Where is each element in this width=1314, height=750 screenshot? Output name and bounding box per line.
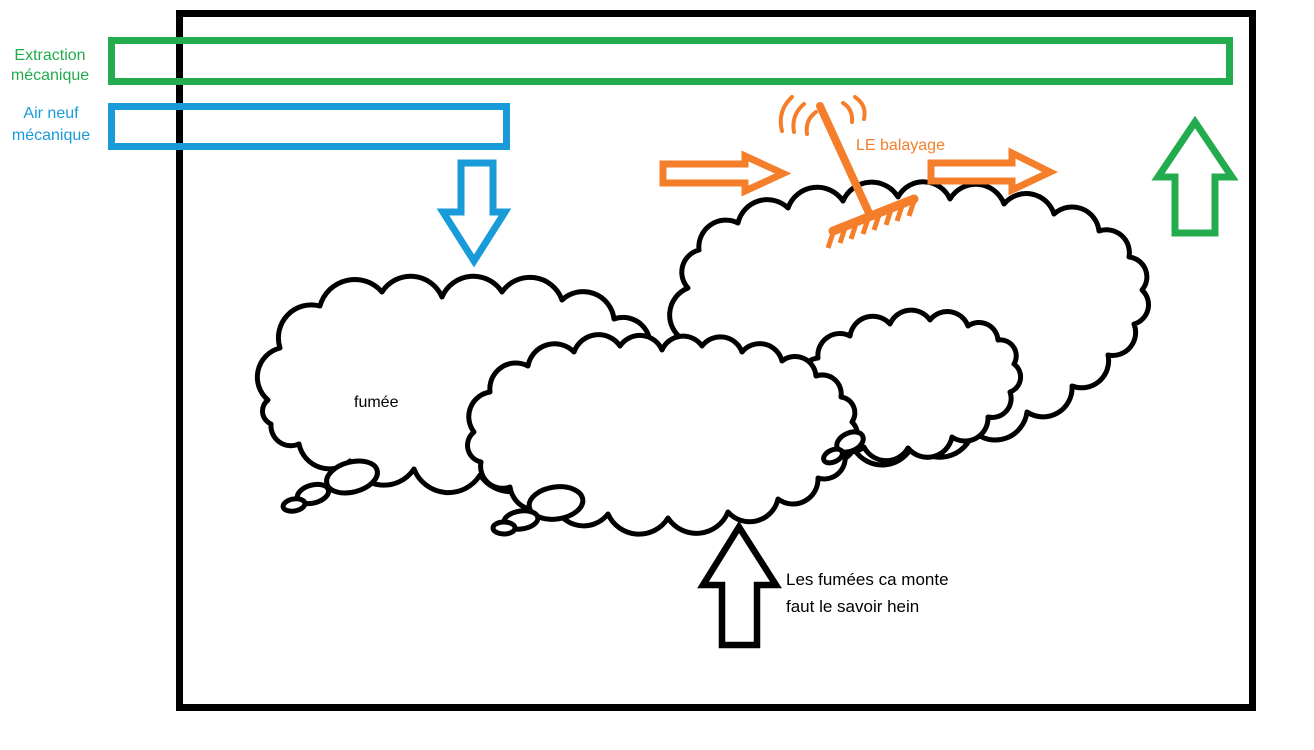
cloud-center-bottom bbox=[465, 332, 860, 537]
cloud-tail-left bbox=[280, 458, 380, 514]
orange-right-arrow-icon bbox=[927, 147, 1058, 196]
cloud-tail-center bbox=[490, 484, 586, 537]
orange-right-arrow-icon bbox=[659, 150, 792, 197]
rake-icon bbox=[778, 95, 919, 249]
cloud-tail-right bbox=[821, 429, 866, 466]
smoke-clouds bbox=[254, 179, 1151, 537]
air-neuf-duct bbox=[108, 103, 510, 150]
extraction-duct bbox=[108, 37, 1233, 85]
smoke-note-line2: faut le savoir hein bbox=[786, 597, 919, 616]
extraction-label-line2: mécanique bbox=[11, 67, 89, 84]
fumee-label: fumée bbox=[354, 394, 399, 411]
room-outline bbox=[176, 10, 1256, 711]
blue-down-arrow-icon bbox=[436, 159, 512, 268]
rake-head-bar bbox=[828, 194, 919, 236]
extraction-label-line1: Extraction bbox=[14, 47, 85, 64]
rake-handle bbox=[816, 102, 873, 217]
black-up-arrow-icon bbox=[697, 520, 782, 649]
air-neuf-label-line2: mécanique bbox=[12, 127, 90, 144]
smoke-note-line1: Les fumées ca monte bbox=[786, 570, 949, 589]
balayage-label: LE balayage bbox=[856, 137, 945, 154]
text-labels: Extraction mécanique Air neuf mécanique … bbox=[11, 47, 949, 616]
shake-motion-lines bbox=[778, 95, 867, 136]
air-neuf-label-line1: Air neuf bbox=[23, 105, 79, 122]
green-up-arrow-icon bbox=[1151, 115, 1239, 237]
rake-teeth bbox=[825, 200, 917, 249]
